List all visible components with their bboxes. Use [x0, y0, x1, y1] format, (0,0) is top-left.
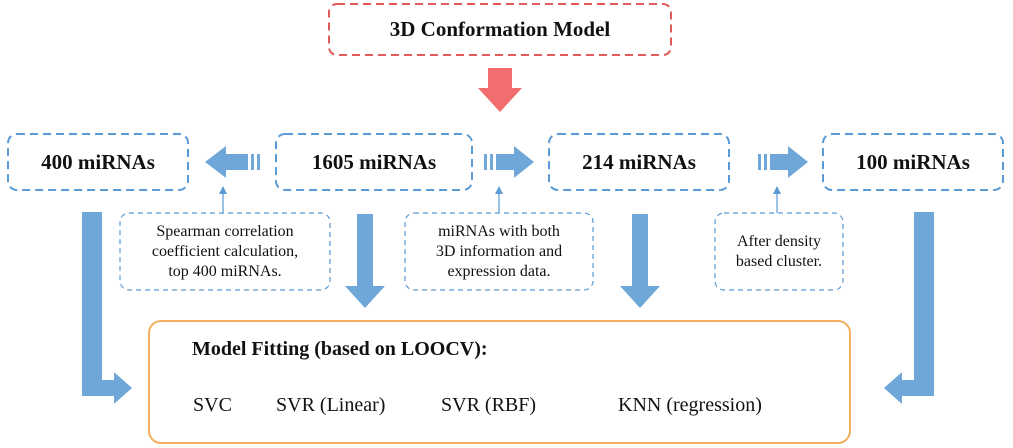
- note-line: Spearman correlation: [156, 222, 294, 240]
- title-box-border: [328, 3, 672, 56]
- down-arrow-icon: [345, 214, 385, 308]
- method-knn-regression: KNN (regression): [618, 394, 762, 416]
- method-svr-rbf: SVR (RBF): [441, 394, 537, 416]
- method-svc: SVC: [193, 394, 232, 416]
- node-400-border: [7, 133, 189, 191]
- pointer-arrow-icon: [773, 186, 781, 213]
- note-both-border: [404, 212, 594, 291]
- pointer-arrow-icon: [495, 186, 503, 213]
- elbow-arrow-icon: [884, 212, 934, 404]
- model-fitting-box-border: [148, 320, 851, 444]
- note-line: coefficient calculation,: [151, 242, 299, 260]
- node-214-border: [548, 133, 730, 191]
- node-400-label: 400 miRNAs: [41, 149, 155, 174]
- note-density-border: [714, 212, 844, 291]
- node-214-label: 214 miRNAs: [582, 149, 696, 174]
- method-svr-linear: SVR (Linear): [276, 394, 386, 416]
- node-100-border: [822, 133, 1004, 191]
- note-line: top 400 miRNAs.: [168, 262, 282, 280]
- note-both: miRNAs with both 3D information and expr…: [405, 213, 593, 290]
- note-line: based cluster.: [735, 252, 823, 270]
- note-spearman: Spearman correlation coefficient calcula…: [120, 213, 330, 290]
- arrow-right-icon: [484, 146, 534, 178]
- node-1605-border: [275, 133, 473, 191]
- note-density: After density based cluster.: [715, 213, 843, 290]
- node-100-label: 100 miRNAs: [856, 149, 970, 174]
- title-label: 3D Conformation Model: [389, 17, 611, 41]
- note-line: miRNAs with both: [438, 222, 560, 240]
- pointer-arrow-icon: [219, 186, 227, 213]
- note-line: expression data.: [447, 262, 551, 280]
- model-fitting-title: Model Fitting (based on LOOCV):: [192, 338, 488, 360]
- down-arrow-icon: [620, 214, 660, 308]
- arrow-right-icon: [758, 146, 808, 178]
- elbow-arrow-icon: [82, 212, 132, 404]
- note-line: 3D information and: [435, 242, 563, 260]
- arrow-left-icon: [205, 146, 260, 178]
- down-arrow-icon: [478, 68, 522, 112]
- note-line: After density: [737, 232, 821, 250]
- note-spearman-border: [119, 212, 331, 291]
- node-1605-label: 1605 miRNAs: [311, 149, 437, 174]
